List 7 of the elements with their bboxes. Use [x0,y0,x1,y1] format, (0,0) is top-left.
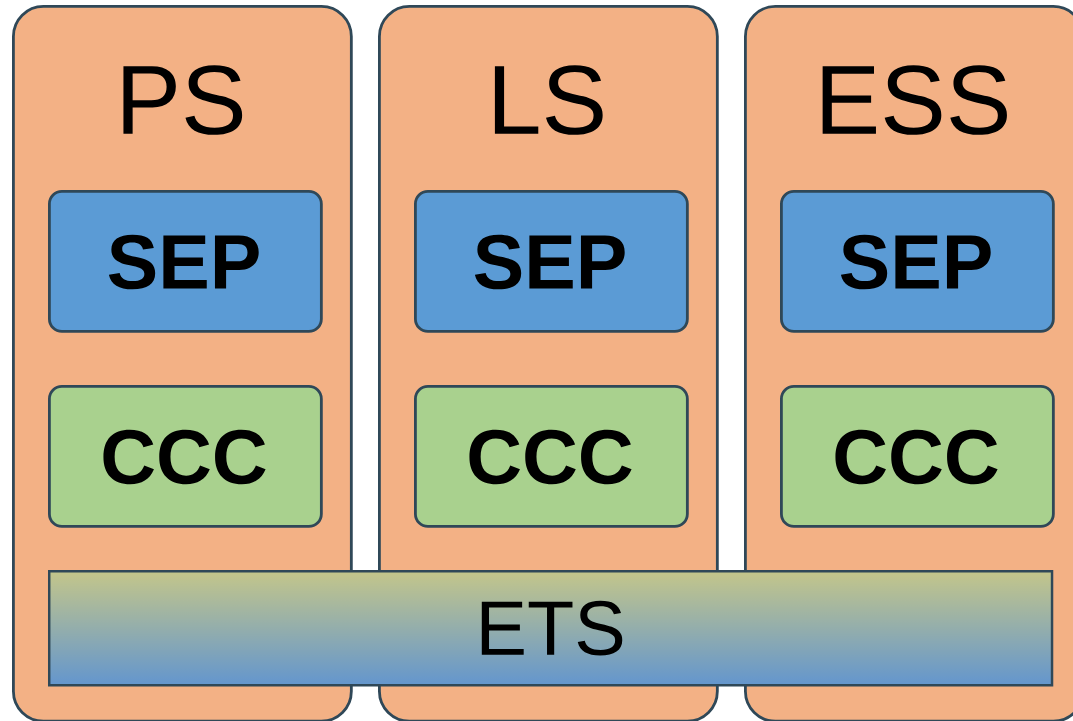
sep-box: SEP [48,190,323,333]
ccc-box: CCC [48,385,323,528]
sep-box: SEP [414,190,689,333]
sep-box: SEP [780,190,1055,333]
ccc-box: CCC [780,385,1055,528]
ets-band: ETS [48,570,1054,687]
ccc-box: CCC [414,385,689,528]
